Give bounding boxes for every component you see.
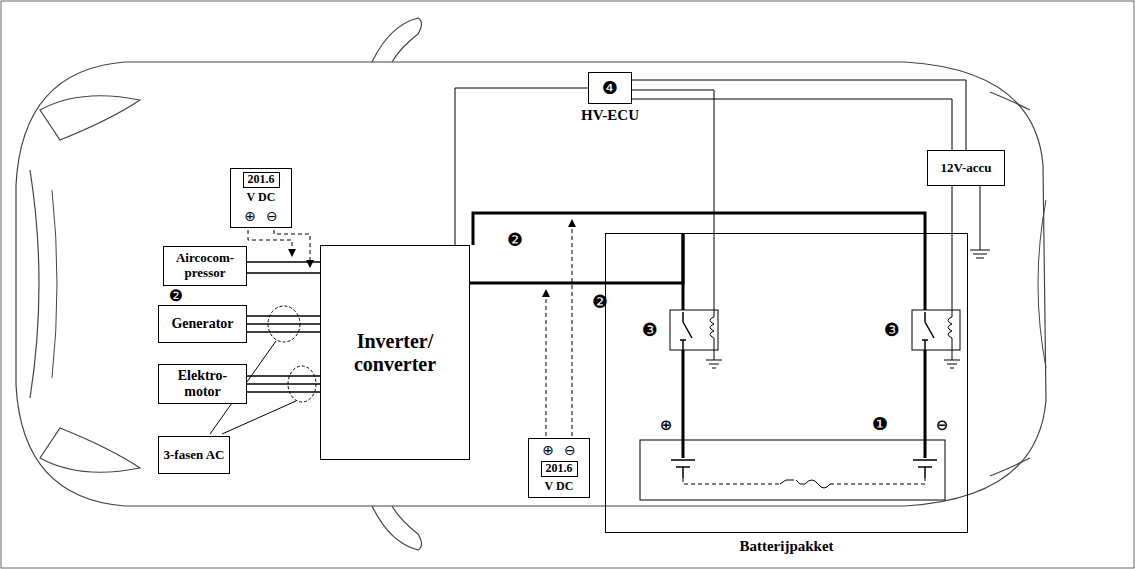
probe-line xyxy=(572,220,573,436)
cell-module xyxy=(640,440,945,500)
headlight xyxy=(40,428,140,472)
unit-label: V DC xyxy=(545,480,574,494)
voltage-display: 201.6 xyxy=(243,172,280,188)
wire xyxy=(247,391,320,393)
node-label: Inverter/ converter xyxy=(325,330,465,376)
callout-number: ❷ xyxy=(169,288,183,304)
mirror xyxy=(372,18,422,62)
hv-wire xyxy=(683,350,925,458)
service-plug xyxy=(780,480,830,488)
ground-symbol xyxy=(970,186,990,258)
battery-pack: Batterijpakket xyxy=(605,233,968,533)
relay-contact xyxy=(922,312,934,350)
rear-line xyxy=(1038,200,1046,368)
hv-cable xyxy=(473,213,925,245)
control-wire xyxy=(714,233,952,310)
terminal-row: ⊕⊖ xyxy=(542,442,575,458)
component-box: Elektro- motor xyxy=(158,364,247,404)
callout-number: ❸ xyxy=(884,321,900,339)
cell-symbol xyxy=(671,460,695,478)
inverter-box: Inverter/ converter xyxy=(320,245,470,460)
relay-coil xyxy=(706,310,722,368)
callout-number: ❷ xyxy=(592,293,608,311)
wire xyxy=(247,261,320,263)
ecu-box: ❹HV-ECU xyxy=(588,72,632,104)
relay-symbol xyxy=(670,310,718,350)
terminal-symbol: ⊕ xyxy=(244,208,256,224)
voltage-display: 201.6 xyxy=(541,461,578,477)
terminal-row: ⊕⊖ xyxy=(244,208,277,224)
wire xyxy=(247,375,320,377)
component-box: Aircocom- pressor xyxy=(163,246,247,286)
car-body xyxy=(16,62,1046,506)
wire xyxy=(247,315,320,317)
headlight xyxy=(40,96,140,140)
battery-12v-box: 12V-accu xyxy=(927,150,1005,186)
callout-number: ❸ xyxy=(642,321,658,339)
bumper-line xyxy=(30,170,39,398)
node-label: Generator xyxy=(171,316,233,332)
terminal-symbol: ⊖ xyxy=(266,208,278,224)
wire xyxy=(247,272,320,274)
callout-box: 3-fasen AC xyxy=(158,436,230,474)
component-box: Generator xyxy=(158,305,247,343)
relay-symbol xyxy=(912,310,960,350)
node-label: Elektro- motor xyxy=(163,368,242,400)
hv-cable xyxy=(470,233,683,283)
cell-symbol xyxy=(913,460,937,478)
wire xyxy=(455,88,588,245)
callout-number: ❹ xyxy=(602,78,618,99)
node-label: Aircocom- pressor xyxy=(168,251,242,281)
probe-line xyxy=(546,290,547,436)
hv-wire xyxy=(924,233,927,312)
node-label: 3-fasen AC xyxy=(163,448,224,463)
voltmeter: 201.6V DC⊕⊖ xyxy=(230,168,292,228)
pack-label: Batterijpakket xyxy=(739,538,833,555)
wire xyxy=(247,331,320,333)
ecu-label: HV-ECU xyxy=(579,107,641,124)
relay-coil xyxy=(944,310,960,368)
voltmeter: 201.6V DC⊕⊖ xyxy=(528,438,590,498)
polarity-sign: ⊖ xyxy=(936,418,949,433)
polarity-sign: ⊕ xyxy=(660,418,673,433)
relay-contact xyxy=(680,312,692,350)
mirror xyxy=(372,506,422,550)
callout-number: ❷ xyxy=(507,231,523,249)
node-label: 12V-accu xyxy=(940,161,991,176)
terminal-symbol: ⊖ xyxy=(564,442,576,458)
wire xyxy=(247,323,320,325)
cell-chain xyxy=(683,478,925,484)
wire xyxy=(247,383,320,385)
unit-label: V DC xyxy=(247,191,276,205)
terminal-symbol: ⊕ xyxy=(542,442,554,458)
callout-number: ❶ xyxy=(872,415,888,433)
grille-line xyxy=(52,190,57,378)
